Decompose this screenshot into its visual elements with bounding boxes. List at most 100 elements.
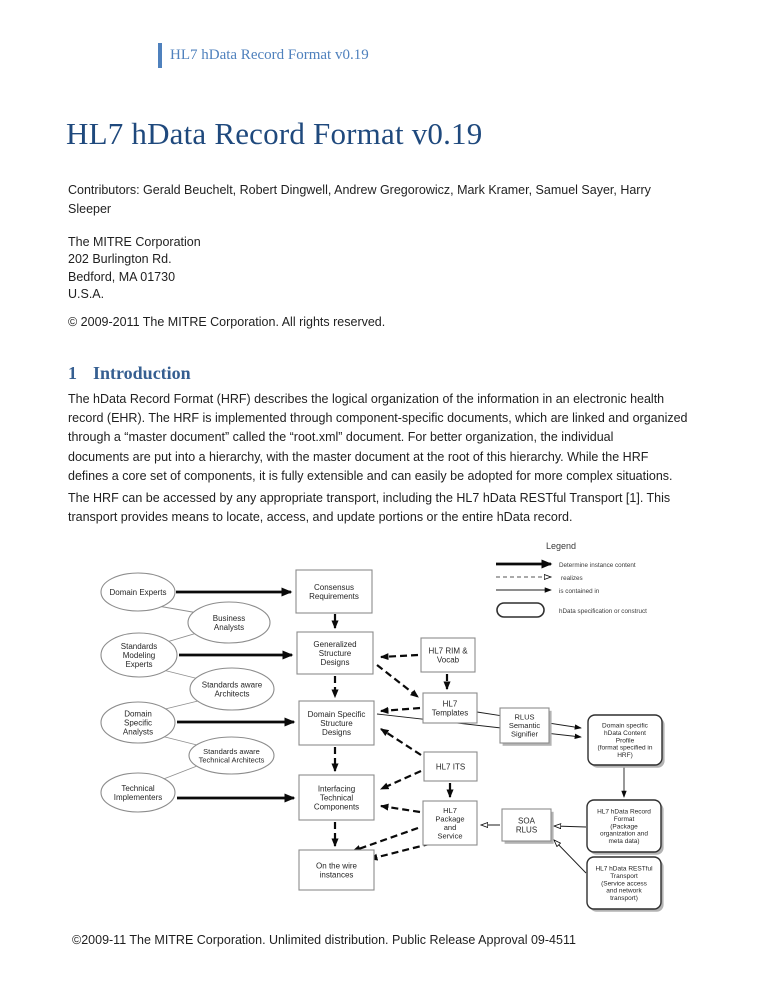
diagram-edge-dash [376,664,419,698]
diagram-label: Determine instance content [559,562,636,569]
diagram-node-domain-experts: Domain Experts [100,572,176,612]
document-header-text: HL7 hData Record Format v0.19 [170,47,369,63]
diagram-label: Legend [546,541,576,551]
diagram-edge-dash [379,653,419,661]
page-title: HL7 hData Record Format v0.19 [66,116,483,151]
diagram-node-label: Requirements [309,592,359,601]
diagram-node-label: Designs [322,728,351,737]
diagram-node-label: instances [320,870,354,879]
diagram-node-label: and network [606,888,642,895]
diagram-node-label: Standards aware [203,747,260,756]
diagram-node-label: Structure [319,649,352,658]
diagram-node-label: Consensus [314,583,354,592]
diagram-node-label: (format specified in [598,745,653,752]
diagram-node-label: Interfacing [318,784,355,793]
diagram-node-label: Format [614,816,635,823]
contributors: Contributors: Gerald Beuchelt, Robert Di… [68,183,651,216]
diagram-node-label: Domain Specific [308,710,366,719]
diagram-node-label: Semantic [509,721,541,730]
diagram-node-label: Profile [616,737,635,744]
diagram-node-label: On the wire [316,861,357,870]
diagram-edge-dash [379,769,422,791]
diagram-node-hl7-rim-vocab: HL7 RIM &Vocab [420,637,476,673]
diagram-node-label: Business [213,614,245,623]
diagram-node-label: HL7 RIM & [428,646,468,655]
diagram-node-label: HL7 [443,806,457,815]
diagram-node-label: HL7 ITS [436,762,465,771]
diagram-node-label: HL7 hData Record [597,809,651,816]
diagram-edge-thin [476,711,582,730]
diagram-node-label: Modeling [123,651,155,660]
section-title: Introduction [93,363,191,383]
diagram-node-label: Architects [214,689,249,698]
copyright-line: © 2009-2011 The MITRE Corporation. All r… [68,315,386,329]
diagram-node-label: Technical [320,793,354,802]
diagram-node-label: and [444,823,457,832]
diagram-node-label: RLUS [516,825,537,834]
diagram-edge-plain [159,632,198,645]
diagram-node-label: Implementers [114,793,162,802]
diagram-node-label: Transport [610,873,638,880]
diagram-node-label: SOA [518,816,536,825]
diagram-node-label: HL7 [443,699,458,708]
diagram-node-hl7-hdata-record-format: HL7 hData RecordFormat(Packageorganizati… [586,799,664,855]
diagram-node-label: Domain [124,709,152,718]
diagram-edge-dash [379,706,421,714]
diagram-node-legend-shape [496,602,545,618]
section-heading: 1 Introduction [68,363,191,384]
diagram-edge-plain [160,700,199,711]
diagram-edge-dash [379,803,421,814]
diagram-edge-dash [368,839,442,861]
diagram-edge-plain [160,735,198,746]
diagram-label: is contained in [559,588,600,595]
diagram-node-label: RLUS [514,713,534,722]
diagram-edge-plain [157,605,199,614]
diagram-node-label: Domain Experts [110,588,167,597]
diagram-node-label: transport) [610,895,638,902]
diagram-node-label: Vocab [437,655,460,664]
diagram-edge-dash [351,826,419,853]
diagram-node-label: Standards [121,642,157,651]
diagram-label: hData specification or construct [559,608,647,615]
diagram-node-label: (Package [610,823,638,830]
diagram-node-label: Specific [124,718,152,727]
section-number: 1 [68,363,77,383]
diagram-node-label: organization and [600,831,648,838]
diagram-node-label: Structure [320,719,353,728]
diagram-node-label: Standards aware [202,680,263,689]
diagram-label: realizes [561,575,583,582]
diagram-node-label: Technical Architects [199,755,265,764]
page-footer: ©2009-11 The MITRE Corporation. Unlimite… [72,933,576,947]
diagram-node-label: Package [435,814,464,823]
intro-paragraph-2: The HRF can be accessed by any appropria… [68,491,671,525]
diagram-node-label: hData Content [604,730,646,737]
diagram-edge-plain [160,765,198,781]
diagram-nodes: ConsensusRequirementsGeneralizedStructur… [100,569,665,912]
diagram-edge-thin [376,713,582,739]
diagram-node-label: (Service access [601,880,648,887]
diagram-node-label: Technical [121,784,155,793]
diagram-node-label: HL7 hData RESTful [595,866,653,873]
diagram-node-label: Analysts [123,727,153,736]
diagram-node-label: Analysts [214,623,244,632]
document-header: HL7 hData Record Format v0.19 [158,43,369,68]
diagram-edge-open [554,826,587,827]
diagram-node-hl7-its: HL7 ITS [423,751,478,782]
diagram-edge-dash [380,728,422,756]
